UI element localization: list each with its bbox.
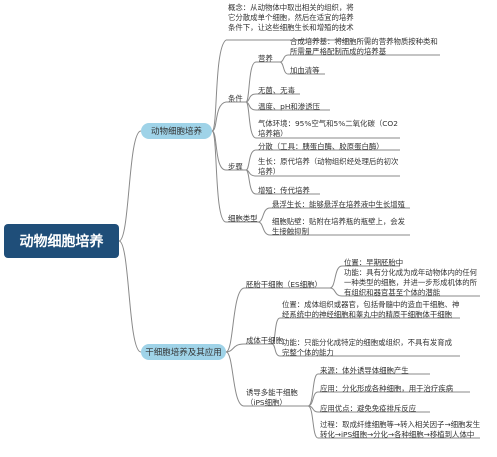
primary-culture-text: 生长：原代培养（动物组织经处理后的初次培养）	[258, 157, 399, 176]
ips-advantage-text: 应用优点：避免免疫排斥反应	[320, 404, 417, 413]
dispersion-text: 分散（工具：胰蛋白酶、胶原蛋白酶）	[258, 142, 384, 151]
sterile-text: 无菌、无毒	[258, 86, 295, 95]
serum-text: 加血清等	[290, 66, 320, 75]
branch-stem-cell-culture: 干细胞培养及其应用	[141, 344, 226, 360]
cell-types-label: 细胞类型	[228, 214, 258, 223]
adult-location-text: 位置：成体组织或器官，包括骨髓中的造血干细胞、神经系统中的神经细胞和睾丸中的精原…	[282, 300, 460, 319]
adult-stem-cell-label: 成体干细胞	[246, 336, 283, 345]
ips-source-text: 来源：体外诱导体细胞产生	[320, 366, 409, 375]
conditions-label: 条件	[228, 94, 243, 103]
ips-process-text: 过程：取成纤维细胞等→转入相关因子→细胞发生转化→iPS细胞→分化→各种细胞→移…	[320, 420, 481, 439]
es-location-text: 位置：早期胚胎中	[344, 258, 404, 267]
subculture-text: 增殖：传代培养	[258, 186, 310, 195]
adherent-growth-text: 细胞贴壁：贴附在培养瓶的瓶壁上，会发生接触抑制	[272, 217, 406, 236]
concept-text: 概念：从动物体中取出相关的组织，将它分散成单个细胞，然后在适宜的培养条件下，让这…	[228, 3, 354, 32]
root-node: 动物细胞培养	[4, 224, 119, 258]
gas-environment-text: 气体环境：95%空气和5%二氧化碳（CO2培养箱）	[258, 119, 398, 138]
suspension-growth-text: 悬浮生长：能够悬浮在培养液中生长增殖	[272, 200, 406, 209]
temperature-text: 温度、pH和渗透压	[258, 102, 320, 111]
ips-cell-label: 诱导多能干细胞（iPS细胞）	[246, 388, 298, 407]
nutrition-label: 营养	[258, 54, 273, 63]
es-cell-label: 胚胎干细胞（ES细胞）	[246, 280, 322, 289]
es-function-text: 功能：具有分化成为成年动物体内的任何一种类型的细胞，并进一步形成机体的所有组织和…	[344, 268, 478, 297]
synthetic-medium-text: 合成培养基：将细胞所需的营养物质按种类和所需量严格配制而成的培养基	[290, 37, 438, 56]
branch-animal-cell-culture: 动物细胞培养	[141, 123, 212, 139]
adult-function-text: 功能：只能分化成特定的细胞或组织，不具有发育成完整个体的能力	[282, 338, 452, 357]
ips-application-text: 应用：分化形成各种细胞，用于治疗疾病	[320, 384, 454, 393]
steps-label: 步骤	[228, 162, 243, 171]
